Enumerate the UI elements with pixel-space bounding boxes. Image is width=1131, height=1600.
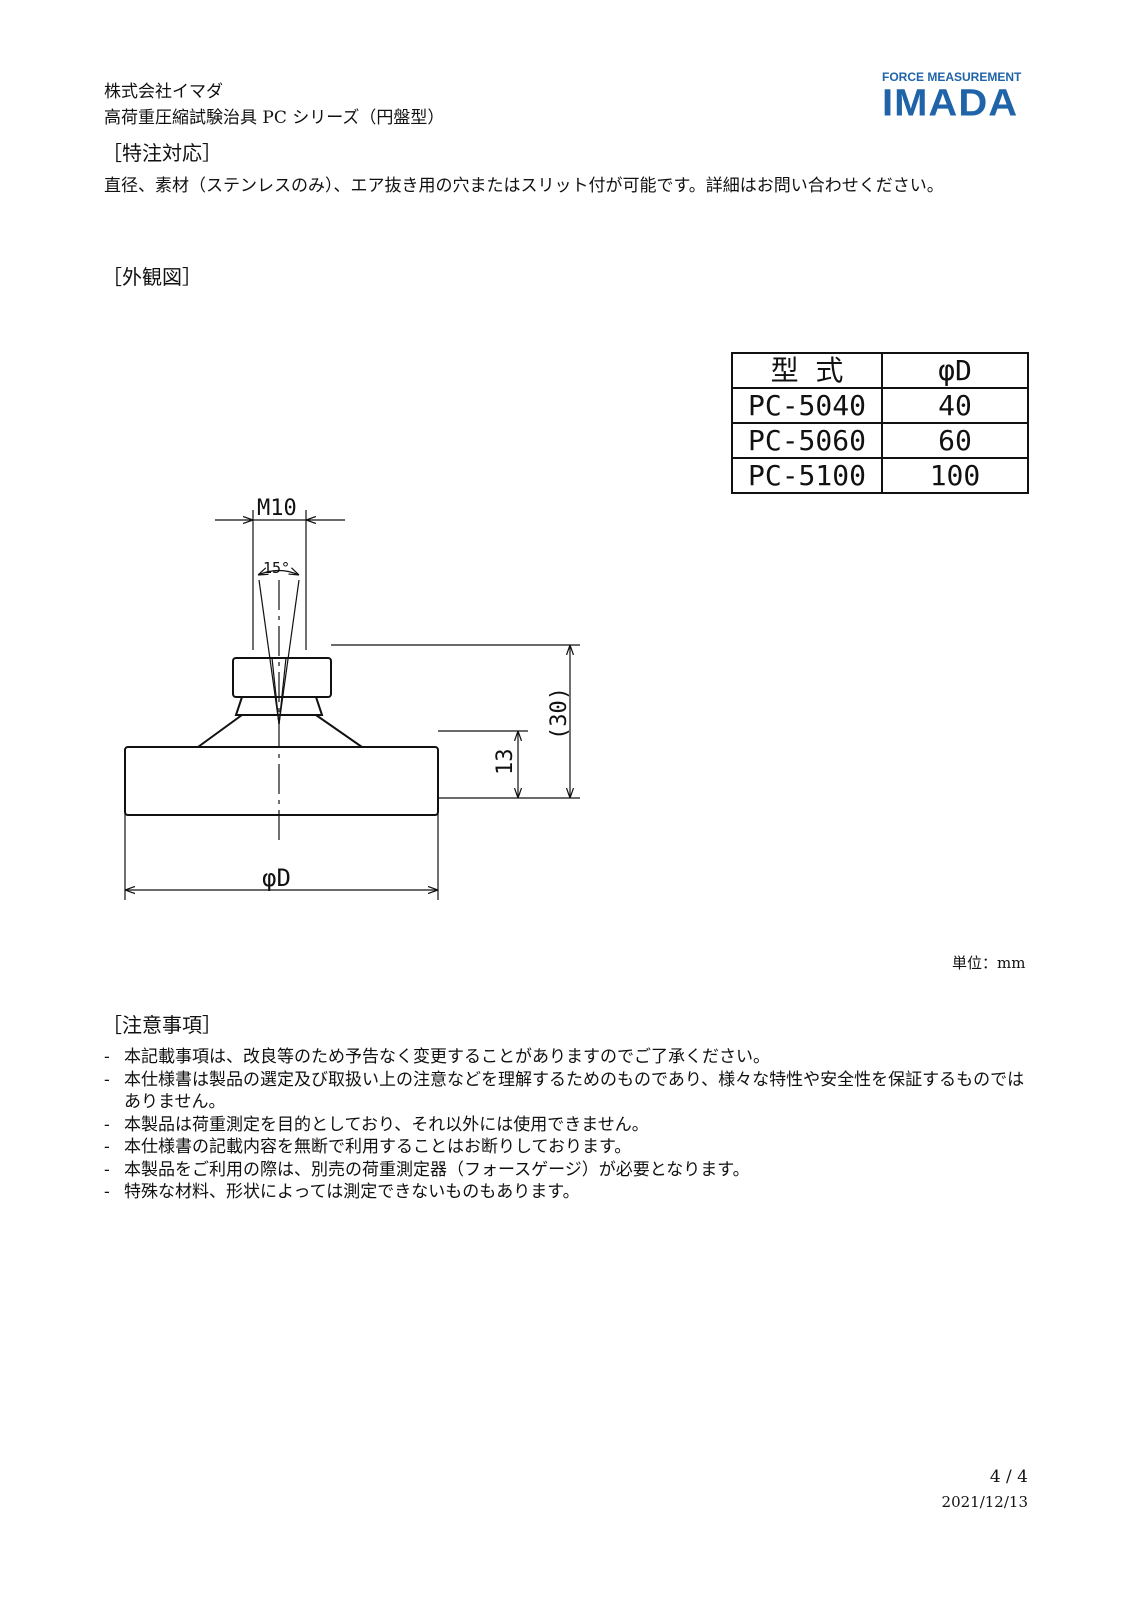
- angle-label: 15°: [263, 559, 290, 577]
- page-number: 4 / 4: [989, 1467, 1028, 1487]
- diameter-cell: 100: [881, 457, 1029, 494]
- list-item: -本記載事項は、改良等のため予告なく変更することがありますのでご了承ください。: [104, 1046, 1034, 1069]
- total-height-label: (30): [547, 687, 572, 740]
- notes-list: -本記載事項は、改良等のため予告なく変更することがありますのでご了承ください。 …: [104, 1046, 1034, 1204]
- document-title: 高荷重圧縮試験治具 PC シリーズ（円盤型）: [104, 108, 445, 128]
- list-item: -本仕様書の記載内容を無断で利用することはお断りしております。: [104, 1136, 1034, 1159]
- appearance-heading: ［外観図］: [102, 265, 202, 289]
- logo-wordmark: IMADA: [882, 82, 1019, 124]
- table-row: PC-5040 40: [731, 387, 1029, 424]
- note-text: 本製品をご利用の際は、別売の荷重測定器（フォースゲージ）が必要となります。: [124, 1159, 750, 1180]
- bullet-dash: -: [104, 1114, 110, 1135]
- base-disc: [124, 746, 439, 816]
- special-order-text: 直径、素材（ステンレスのみ）、エア抜き用の穴またはスリット付が可能です。詳細はお…: [104, 176, 944, 196]
- model-cell: PC-5060: [731, 422, 883, 459]
- list-item: -本仕様書は製品の選定及び取扱い上の注意などを理解するためのものであり、様々な特…: [104, 1069, 1034, 1114]
- bullet-dash: -: [104, 1182, 110, 1202]
- note-text: 本仕様書の記載内容を無断で利用することはお断りしております。: [124, 1137, 632, 1157]
- bullet-dash: -: [104, 1137, 110, 1157]
- thread-label: M10: [257, 496, 297, 521]
- model-cell: PC-5100: [731, 457, 883, 494]
- imada-logo: FORCE MEASUREMENT IMADA: [882, 70, 1032, 124]
- table-header-model: 型 式: [731, 352, 883, 389]
- note-text: 本製品は荷重測定を目的としており、それ以外には使用できません。: [124, 1114, 649, 1135]
- diameter-cell: 60: [881, 422, 1029, 459]
- list-item: -本製品をご利用の際は、別売の荷重測定器（フォースゲージ）が必要となります。: [104, 1159, 1034, 1182]
- unit-label: 単位：mm: [952, 954, 1026, 972]
- technical-drawing: M10 15° 13 (30) φD: [124, 496, 580, 900]
- model-table: 型 式 φD PC-5040 40 PC-5060 60 PC-5100 100: [731, 352, 1029, 494]
- note-text: 本記載事項は、改良等のため予告なく変更することがありますのでご了承ください。: [124, 1047, 770, 1067]
- list-item: -本製品は荷重測定を目的としており、それ以外には使用できません。: [104, 1114, 1034, 1137]
- bullet-dash: -: [104, 1069, 110, 1090]
- list-item: -特殊な材料、形状によっては測定できないものもあります。: [104, 1181, 1034, 1204]
- diameter-cell: 40: [881, 387, 1029, 424]
- note-text: 本仕様書は製品の選定及び取扱い上の注意などを理解するためのものであり、様々な特性…: [124, 1069, 1025, 1113]
- document-date: 2021/12/13: [941, 1493, 1028, 1511]
- note-text: 特殊な材料、形状によっては測定できないものもあります。: [124, 1182, 580, 1202]
- base-height-label: 13: [493, 749, 518, 776]
- model-cell: PC-5040: [731, 387, 883, 424]
- company-name: 株式会社イマダ: [104, 82, 223, 102]
- bullet-dash: -: [104, 1159, 110, 1180]
- notes-heading: ［注意事項］: [102, 1013, 222, 1037]
- table-header-diameter: φD: [881, 352, 1029, 389]
- table-header-row: 型 式 φD: [731, 352, 1029, 389]
- diameter-label: φD: [262, 864, 291, 892]
- table-row: PC-5060 60: [731, 422, 1029, 459]
- logo-tagline: FORCE MEASUREMENT: [882, 70, 1022, 84]
- special-order-heading: ［特注対応］: [102, 141, 222, 165]
- table-row: PC-5100 100: [731, 457, 1029, 494]
- bullet-dash: -: [104, 1047, 110, 1067]
